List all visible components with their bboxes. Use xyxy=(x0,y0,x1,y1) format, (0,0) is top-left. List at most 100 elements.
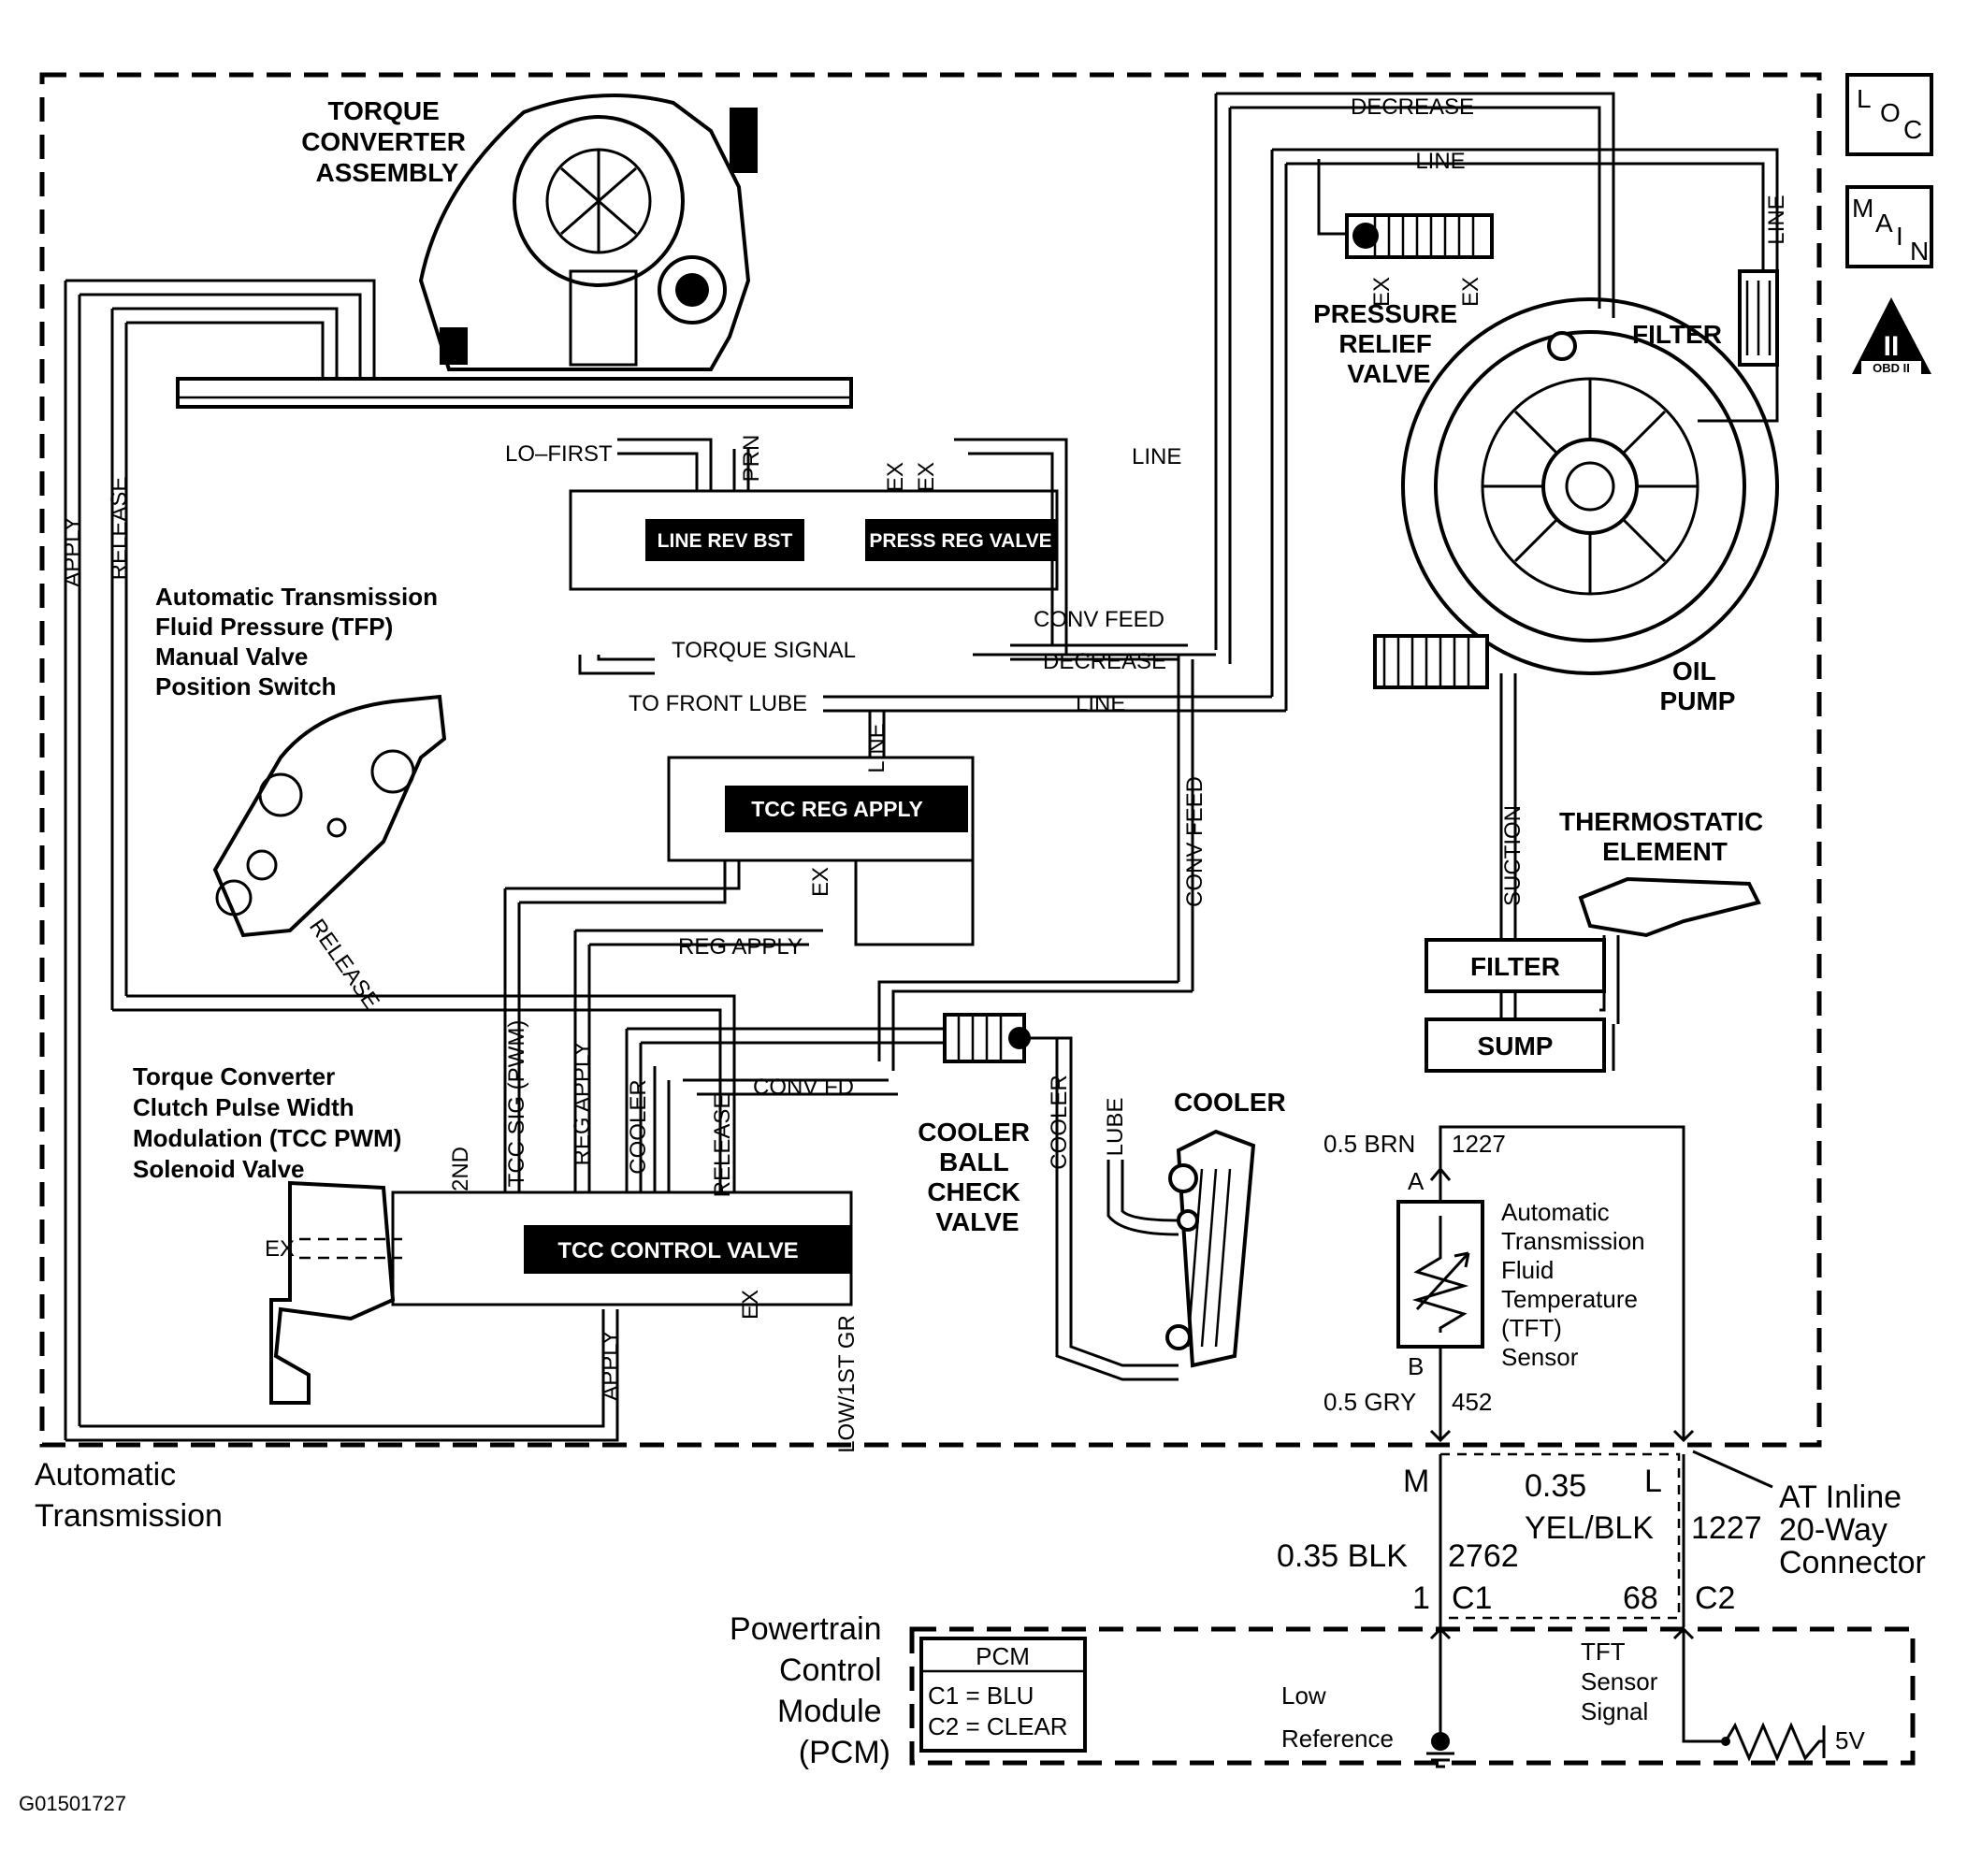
tcc-reg-apply-valve xyxy=(725,786,968,832)
pressure-relief-valve-graphic xyxy=(1345,213,1494,259)
label-tcc-pwm: Torque Converter Clutch Pulse Width Modu… xyxy=(133,1062,409,1183)
wire-5v: 5V xyxy=(1835,1726,1865,1754)
sump-box xyxy=(1425,1017,1606,1073)
wire-c1: C1 xyxy=(1452,1580,1492,1616)
wire-blk: 0.35 BLK xyxy=(1277,1538,1408,1574)
filter-box-label: FILTER xyxy=(1470,952,1560,981)
cooler-graphic xyxy=(1165,1129,1256,1368)
label-oil-pump: OIL PUMP xyxy=(1660,657,1736,715)
label-tcc-sig: TCC SIG (PWM) xyxy=(504,1020,529,1188)
label-ex-reg: EX xyxy=(808,867,833,897)
label-ex-relief-2: EX xyxy=(1369,277,1395,307)
wire-yel-color: YEL/BLK xyxy=(1525,1510,1654,1546)
label-line-vertical: LINE xyxy=(1764,195,1789,244)
wire-pin-1: 1 xyxy=(1412,1580,1430,1616)
tcc-control-housing xyxy=(391,1191,853,1306)
label-release-v: RELEASE xyxy=(710,1094,735,1198)
label-ex-solenoid: EX xyxy=(265,1236,295,1262)
label-apply-left: APPLY xyxy=(60,516,85,587)
wire-low-ref: Low Reference xyxy=(1281,1681,1394,1753)
label-line-low: LINE xyxy=(1076,691,1125,716)
svg-text:L: L xyxy=(1857,84,1872,113)
wire-brn-gauge: 0.5 BRN xyxy=(1323,1130,1415,1158)
wire-pin-l: L xyxy=(1644,1464,1662,1499)
inline-connector-box xyxy=(1439,1452,1681,1620)
label-front-lube: TO FRONT LUBE xyxy=(629,691,807,716)
label-line-mid: LINE xyxy=(1132,444,1181,469)
wire-pin-68: 68 xyxy=(1623,1580,1658,1616)
tfp-switch-graphic xyxy=(212,694,447,938)
label-cooler: COOLER xyxy=(1174,1088,1286,1117)
label-ex-1: EX xyxy=(883,462,908,492)
label-ex-tcc: EX xyxy=(738,1290,763,1320)
label-torque-signal: TORQUE SIGNAL xyxy=(672,638,856,663)
wire-brn-circuit: 1227 xyxy=(1452,1130,1506,1158)
wire-tft-signal: TFT Sensor Signal xyxy=(1581,1638,1665,1725)
wiring-section: 0.5 BRN 1227 A B 0.5 GRY 452 M L 0.35 YE… xyxy=(1277,1125,1865,1768)
wire-yel-circuit: 1227 xyxy=(1691,1510,1762,1546)
loc-icon: L O C xyxy=(1845,73,1933,156)
torque-converter-graphic xyxy=(176,94,853,409)
label-conv-feed-h: CONV FEED xyxy=(1034,607,1164,632)
label-reg-apply-v: REG APPLY xyxy=(570,1042,595,1166)
label-tft-sensor: Automatic Transmission Fluid Temperature… xyxy=(1501,1198,1652,1371)
spool-housing-top xyxy=(569,489,1059,591)
wire-pin-b: B xyxy=(1408,1352,1424,1380)
label-low-1st: LOW/1ST GR xyxy=(834,1315,860,1453)
obd-ii-icon: II OBD II xyxy=(1852,297,1931,375)
svg-text:I: I xyxy=(1896,222,1903,251)
thermostatic-element-graphic xyxy=(1578,876,1761,938)
svg-text:A: A xyxy=(1875,209,1893,238)
passage-labels: DECREASE LINE LINE EX EX LINE LO–FIRST P… xyxy=(60,94,1789,1453)
tcc-pwm-solenoid-graphic xyxy=(269,1180,396,1405)
label-line-tcc: LINE xyxy=(864,723,889,772)
label-cooler-pipe: COOLER xyxy=(1047,1075,1072,1169)
wire-gry-gauge: 0.5 GRY xyxy=(1323,1388,1416,1416)
line-rev-bst-label: LINE REV BST xyxy=(658,530,793,552)
label-pressure-relief: PRESSURE RELIEF VALVE xyxy=(1313,299,1465,388)
component-labels: TORQUE CONVERTER ASSEMBLY PRESSURE RELIE… xyxy=(19,96,1926,1815)
label-filter-top: FILTER xyxy=(1632,320,1722,349)
press-reg-label: PRESS REG VALVE xyxy=(869,530,1051,552)
label-tfp-switch: Automatic Transmission Fluid Pressure (T… xyxy=(155,583,444,700)
tcc-reg-apply-label: TCC REG APPLY xyxy=(751,797,923,821)
oil-pump-graphic xyxy=(1373,297,1779,689)
label-release-left: RELEASE xyxy=(107,477,132,581)
label-line-top: LINE xyxy=(1415,149,1465,174)
label-cooler-v: COOLER xyxy=(626,1079,651,1174)
tcc-control-label: TCC CONTROL VALVE xyxy=(557,1238,798,1263)
label-lo-first: LO–FIRST xyxy=(505,441,613,467)
wire-pin-m: M xyxy=(1403,1464,1429,1499)
label-reg-apply-h: REG APPLY xyxy=(678,934,803,960)
label-decrease-mid: DECREASE xyxy=(1043,649,1166,674)
wire-pin-a: A xyxy=(1408,1167,1425,1195)
label-lube: LUBE xyxy=(1103,1098,1128,1157)
label-2nd: 2ND xyxy=(448,1147,473,1191)
sump-box-label: SUMP xyxy=(1478,1032,1554,1061)
wire-yel-gauge: 0.35 xyxy=(1525,1468,1586,1504)
label-apply-bottom: APPLY xyxy=(598,1330,623,1401)
filter-box xyxy=(1425,938,1606,993)
svg-text:O: O xyxy=(1880,98,1901,127)
wire-c2: C2 xyxy=(1695,1580,1735,1616)
press-reg-valve xyxy=(865,519,1057,561)
label-ex-relief-1: EX xyxy=(1458,277,1483,307)
main-icon: M A I N xyxy=(1845,185,1933,268)
label-thermostatic: THERMOSTATIC ELEMENT xyxy=(1559,807,1771,866)
svg-text:C: C xyxy=(1903,115,1922,144)
label-suction: SUCTION xyxy=(1500,805,1526,906)
svg-text:N: N xyxy=(1910,237,1929,266)
label-inline-connector: AT Inline 20-Way Connector xyxy=(1779,1479,1926,1580)
svg-text:M: M xyxy=(1852,194,1873,223)
label-cooler-ball: COOLER BALL CHECK VALVE xyxy=(918,1118,1037,1236)
hydraulic-passages xyxy=(64,92,1779,1442)
wire-blk-circuit: 2762 xyxy=(1448,1538,1519,1574)
tcc-control-valve xyxy=(524,1225,851,1274)
label-conv-fd: CONV FD xyxy=(753,1075,854,1100)
cooler-ball-check-graphic xyxy=(943,1013,1031,1063)
pcm-table-row-c2: C2 = CLEAR xyxy=(928,1712,1068,1740)
label-ex-2: EX xyxy=(914,462,939,492)
label-decrease-top: DECREASE xyxy=(1351,94,1474,120)
